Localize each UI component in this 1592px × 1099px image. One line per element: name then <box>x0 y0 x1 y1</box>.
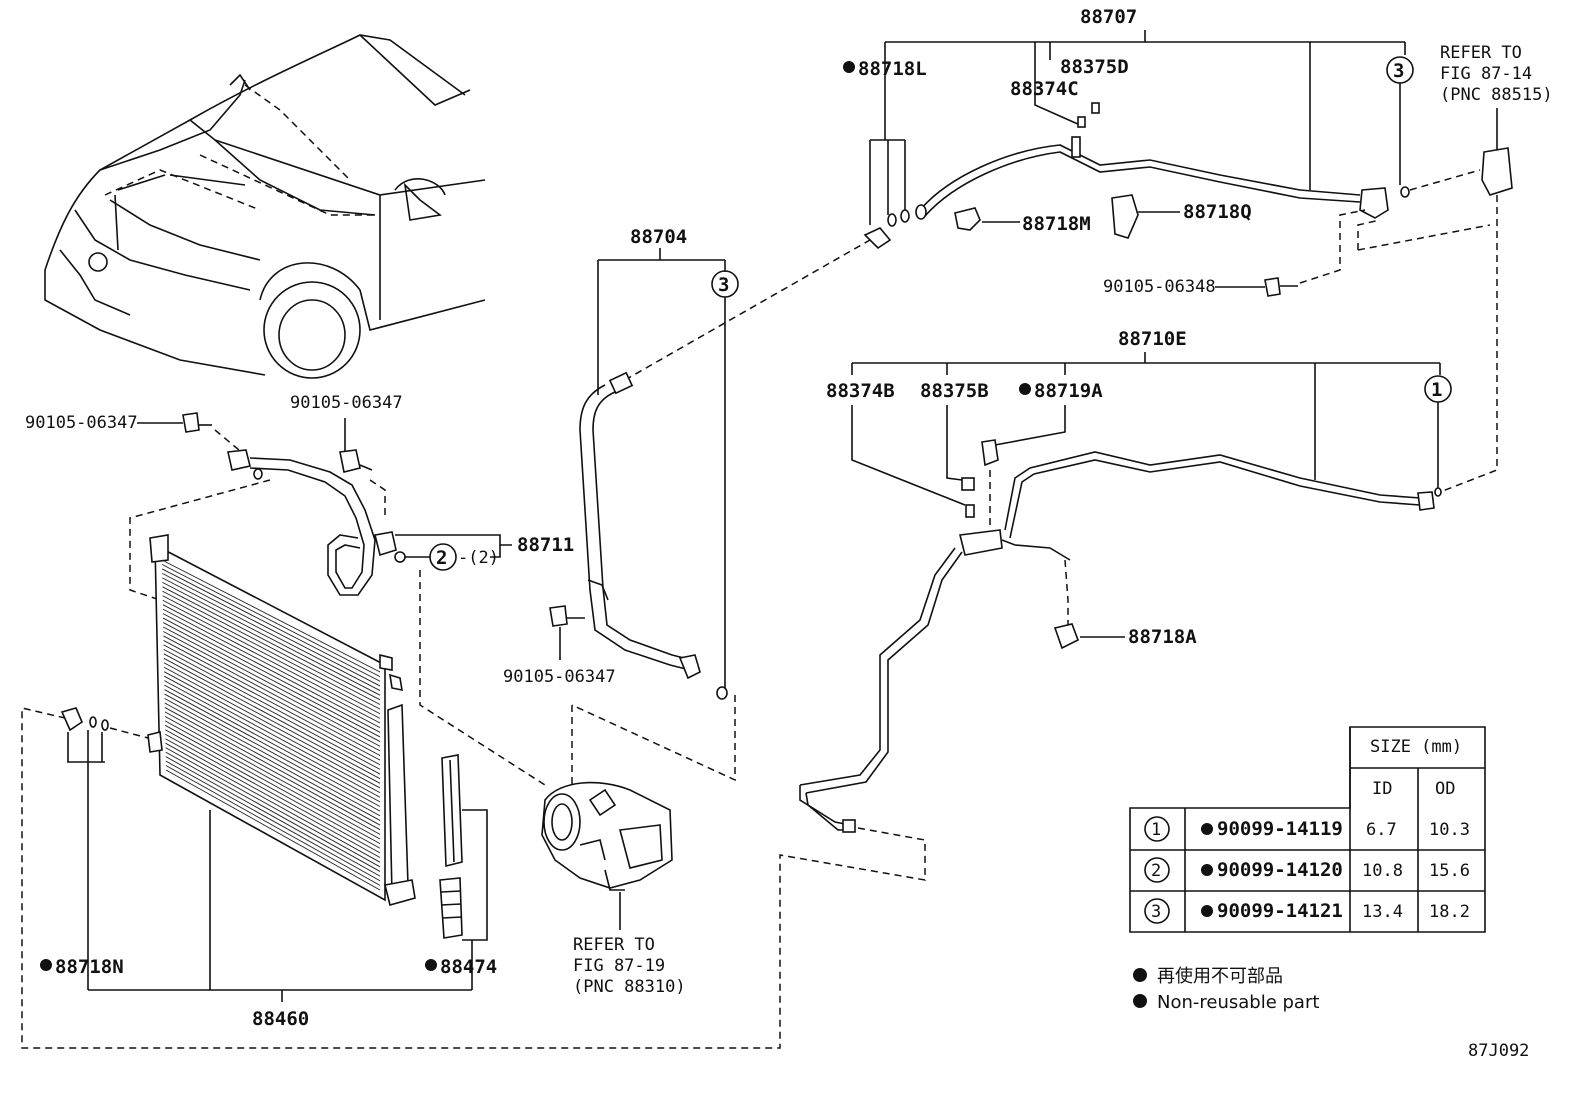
circle-3b-label: 3 <box>718 274 729 296</box>
table-row-3-od: 18.2 <box>1429 902 1470 922</box>
compressor: REFER TO FIG 87-19 (PNC 88310) <box>541 781 686 997</box>
table-row-1-id: 6.7 <box>1366 820 1397 840</box>
label-88711: 88711 <box>517 534 574 556</box>
table-row-1-od: 10.3 <box>1429 820 1470 840</box>
circle-2-label: 2 <box>436 547 447 569</box>
label-88375B: 88375B <box>920 380 989 402</box>
label-88474: 88474 <box>440 956 497 978</box>
group-88460-condenser: 88718N 88474 88460 <box>40 534 497 1030</box>
nonreusable-dot <box>40 959 52 971</box>
table-row-3-part: 90099-14121 <box>1217 900 1343 922</box>
label-90105-06347-c: 90105-06347 <box>503 667 616 687</box>
circle-3-label: 3 <box>1393 60 1404 82</box>
label-90105-06347-a: 90105-06347 <box>25 413 138 433</box>
label-88460: 88460 <box>252 1008 309 1030</box>
table-row-2-id: 10.8 <box>1362 861 1403 881</box>
label-88718N: 88718N <box>55 956 124 978</box>
nonreusable-dot <box>843 61 855 73</box>
table-row-2-part: 90099-14120 <box>1217 859 1343 881</box>
table-header-od: OD <box>1435 779 1455 799</box>
label-90105-06348: 90105-06348 <box>1103 277 1216 297</box>
circle-2-marker <box>429 543 457 571</box>
label-88704: 88704 <box>630 226 687 248</box>
refer-bottom-line2: FIG 87-19 <box>573 956 665 976</box>
label-88707: 88707 <box>1080 6 1137 28</box>
size-table: SIZE (mm) ID OD 1 90099-14119 6.7 10.3 2… <box>1129 726 1486 933</box>
group-88707: 88707 88718L 88375D 88374C 88718M <box>624 6 1553 493</box>
legend: 再使用不可部品 Non-reusable part <box>1133 966 1319 1013</box>
car-illustration <box>44 34 486 379</box>
figure-code: 87J092 <box>1468 1041 1529 1061</box>
group-88704: 88704 3 90105-06347 <box>503 226 739 785</box>
label-88719A: 88719A <box>1034 380 1103 402</box>
table-row-1-part: 90099-14119 <box>1217 818 1343 840</box>
refer-bottom-line1: REFER TO <box>573 935 655 955</box>
label-88710E: 88710E <box>1118 328 1187 350</box>
label-88375D: 88375D <box>1060 56 1129 78</box>
label-88718L: 88718L <box>858 58 927 80</box>
refer-bottom-line3: (PNC 88310) <box>573 977 686 997</box>
refer-top-line1: REFER TO <box>1440 43 1522 63</box>
table-row-3-id: 13.4 <box>1362 902 1403 922</box>
label-88718Q: 88718Q <box>1183 201 1252 223</box>
label-90105-06347-b: 90105-06347 <box>290 393 403 413</box>
table-row-2-od: 15.6 <box>1429 861 1470 881</box>
nonreusable-dot <box>425 959 437 971</box>
condenser-fins <box>161 559 381 891</box>
group-88710E: 88710E 88374B 88375B 88719A 1 <box>21 328 1452 1049</box>
label-88374B: 88374B <box>826 380 895 402</box>
refer-top-line3: (PNC 88515) <box>1440 85 1553 105</box>
nonreusable-dot <box>1019 383 1031 395</box>
label-88711-qty: -(2) <box>458 548 499 568</box>
circle-1-label: 1 <box>1431 379 1442 401</box>
legend-jp: 再使用不可部品 <box>1157 966 1283 987</box>
table-row-2-num: 2 <box>1151 861 1161 881</box>
label-88374C: 88374C <box>1010 78 1079 100</box>
table-row-1-num: 1 <box>1151 820 1161 840</box>
label-88718M: 88718M <box>1022 213 1091 235</box>
table-header-size: SIZE (mm) <box>1370 737 1462 757</box>
label-88718A: 88718A <box>1128 626 1197 648</box>
table-row-3-num: 3 <box>1151 902 1161 922</box>
refer-top-line2: FIG 87-14 <box>1440 64 1532 84</box>
legend-en: Non-reusable part <box>1157 992 1319 1013</box>
group-88711: 90105-06347 90105-06347 2 -(2) 88711 <box>25 393 574 786</box>
table-header-id: ID <box>1372 779 1392 799</box>
